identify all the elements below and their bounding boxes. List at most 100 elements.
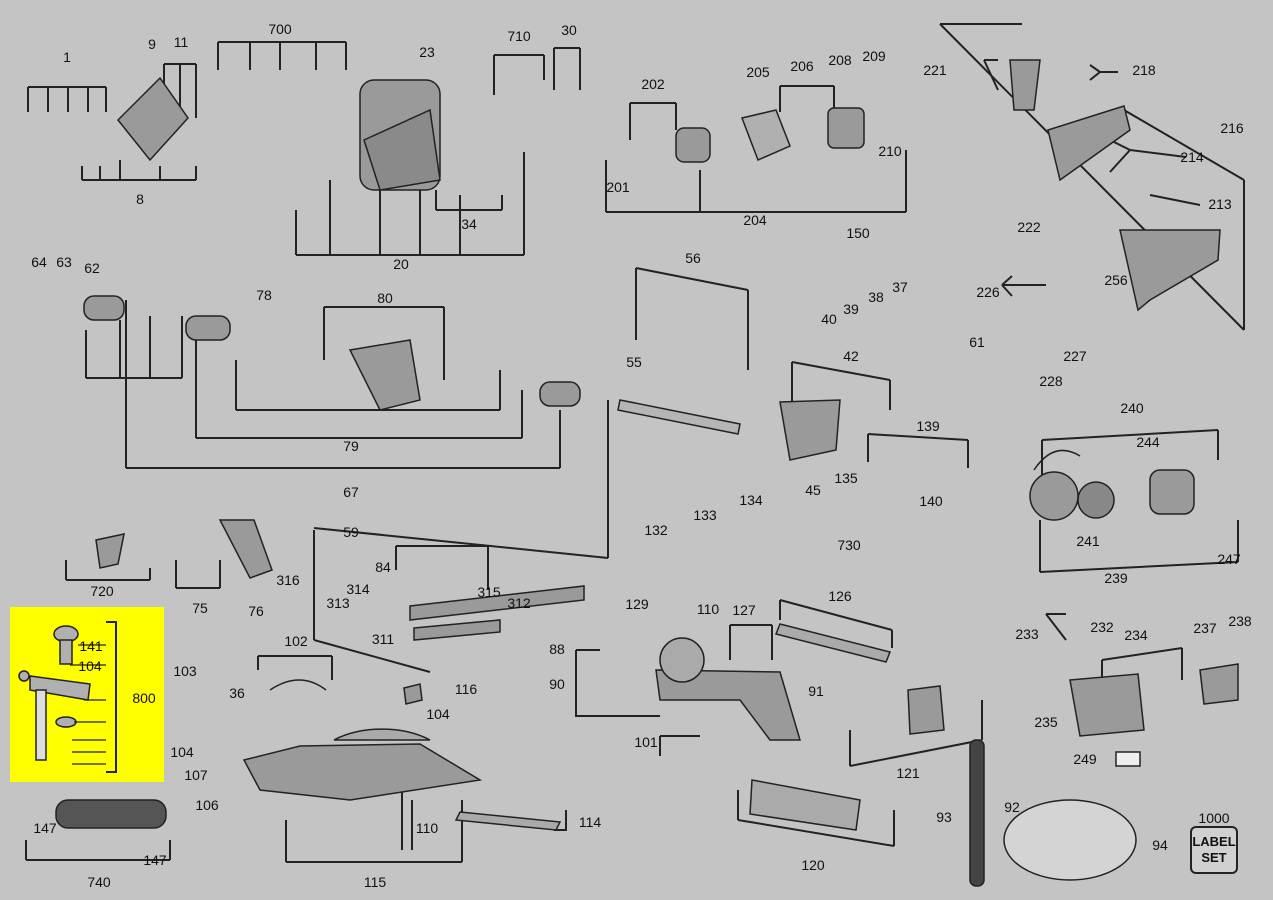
part-number-label: 103 [173,663,197,679]
part-number-label: 205 [746,64,770,80]
part-number-label: 227 [1063,348,1087,364]
part-number-label: 700 [268,21,292,37]
part-number-label: 93 [936,809,952,825]
part-number-label: 80 [377,290,393,306]
part-number-label: 210 [878,143,902,159]
part-number-label: 92 [1004,799,1020,815]
part-number-label: 247 [1217,551,1241,567]
part-number-label: 235 [1034,714,1058,730]
part-number-label: 208 [828,52,852,68]
part-number-label: 256 [1104,272,1128,288]
part-number-label: 239 [1104,570,1128,586]
part-number-label: 40 [821,311,837,327]
part-number-label: 36 [229,685,245,701]
part-number-label: 63 [56,254,72,270]
part-number-label: 218 [1132,62,1156,78]
part-number-label: 129 [625,596,649,612]
part-number-label: 127 [732,602,756,618]
part-number-label: 78 [256,287,272,303]
part-number-label: 67 [343,484,359,500]
part-number-label: 244 [1136,434,1160,450]
part-number-label: 30 [561,22,577,38]
part-number-label: 9 [148,36,156,52]
part-number-label: 209 [862,48,886,64]
part-number-label: 312 [507,595,531,611]
part-number-label: 116 [454,681,478,697]
part-number-label: 249 [1073,751,1097,767]
part-number-label: 226 [976,284,1000,300]
part-number-label: 88 [549,641,565,657]
part-number-label: 91 [808,683,824,699]
part-number-label: 222 [1017,219,1041,235]
part-number-label: 84 [375,559,391,575]
part-number-label: 241 [1076,533,1100,549]
part-number-label: 106 [195,797,219,813]
part-number-label: 234 [1124,627,1148,643]
part-number-label: 132 [644,522,668,538]
part-number-label: 38 [868,289,884,305]
part-number-label: 104 [78,658,102,674]
part-number-label: 720 [90,583,114,599]
part-number-label: 311 [371,631,395,647]
part-number-label: 316 [276,572,300,588]
part-number-label: 8 [136,191,144,207]
part-number-label: 800 [132,690,156,706]
part-number-label: 42 [843,348,859,364]
part-number-label: 107 [184,767,208,783]
part-number-label: 76 [248,603,264,619]
part-number-label: 140 [919,493,943,509]
part-number-label: 102 [284,633,308,649]
part-number-label: 120 [801,857,825,873]
part-number-label: 204 [743,212,767,228]
part-number-label: 75 [192,600,208,616]
part-number-label: 206 [790,58,814,74]
label-set-box: LABEL SET [1190,826,1238,874]
part-number-label: 104 [170,744,194,760]
part-number-label: 55 [626,354,642,370]
part-number-label: 101 [634,734,658,750]
part-number-label: 147 [143,852,167,868]
part-number-label: 115 [363,874,387,890]
label-set-line2: SET [1201,850,1227,865]
part-number-label: 110 [696,601,720,617]
part-number-label: 110 [415,820,439,836]
label-set-line1: LABEL [1192,834,1236,849]
part-number-label: 314 [346,581,370,597]
part-number-label: 710 [507,28,531,44]
part-number-label: 1000 [1198,810,1230,826]
part-number-label: 23 [419,44,435,60]
part-number-label: 214 [1180,149,1204,165]
part-number-label: 64 [31,254,47,270]
part-number-label: 228 [1039,373,1063,389]
part-number-label: 1 [63,49,71,65]
part-number-label: 201 [606,179,630,195]
part-number-label: 315 [477,584,501,600]
part-number-label: 34 [461,216,477,232]
part-number-label: 141 [79,638,103,654]
part-number-label: 216 [1220,120,1244,136]
part-number-label: 730 [837,537,861,553]
part-number-label: 11 [173,34,189,50]
part-number-label: 37 [892,279,908,295]
part-number-label: 45 [805,482,821,498]
part-number-label: 134 [739,492,763,508]
part-number-label: 238 [1228,613,1252,629]
part-number-label: 135 [834,470,858,486]
part-number-label: 233 [1015,626,1039,642]
part-number-label: 121 [896,765,920,781]
part-number-label: 221 [923,62,947,78]
part-number-label: 62 [84,260,100,276]
part-number-label: 90 [549,676,565,692]
part-number-label: 59 [343,524,359,540]
part-number-label: 147 [33,820,57,836]
part-number-label: 139 [916,418,940,434]
part-number-label: 232 [1090,619,1114,635]
part-number-label: 240 [1120,400,1144,416]
part-number-label: 150 [846,225,870,241]
part-number-label: 56 [685,250,701,266]
part-number-label: 740 [87,874,111,890]
part-number-label: 94 [1152,837,1168,853]
part-number-label: 20 [393,256,409,272]
